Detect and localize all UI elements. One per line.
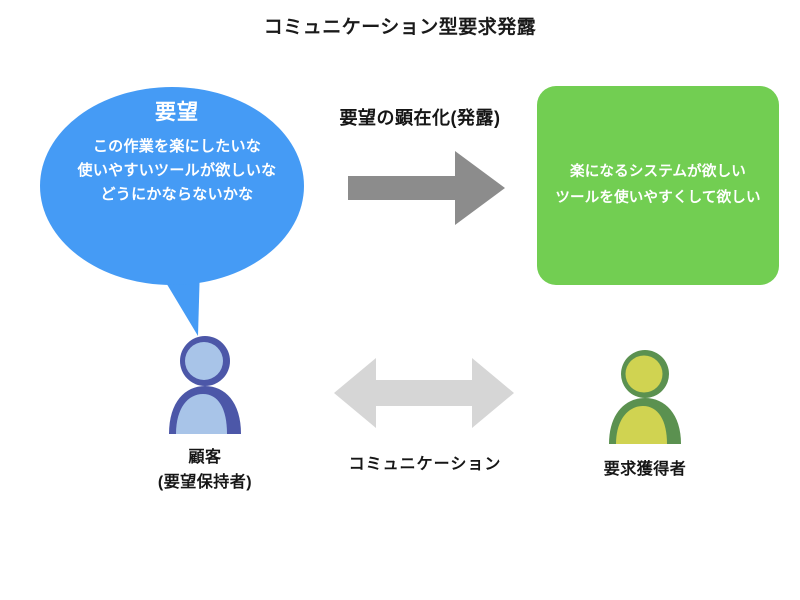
speech-bubble-line-2: 使いやすいツールが欲しいな [77,162,277,180]
speech-bubble-text: 要望 この作業を楽にしたいな 使いやすいツールが欲しいな どうにかならないかな [48,100,306,207]
person-icon [169,336,241,434]
speech-bubble-shape [40,87,304,336]
elicitation-label: 要望の顕在化(発露) [339,108,501,128]
speech-bubble-heading: 要望 [155,101,199,124]
page-title: コミュニケーション型要求発露 [263,17,537,38]
speech-bubble-line-3: どうにかならないかな [100,186,254,204]
requirement-line-1: 楽になるシステムが欲しい [570,164,746,181]
actor-engineer: 要求獲得者 [565,348,725,483]
speech-bubble: 要望 この作業を楽にしたいな 使いやすいツールが欲しいな どうにかならないかな [40,86,315,346]
actor-customer: 顧客 (要望保持者) [125,334,285,496]
customer-role: (要望保持者) [157,473,253,491]
right-arrow-icon [348,151,505,225]
person-icon [609,350,681,444]
double-headed-arrow-icon [334,358,514,428]
engineer-name: 要求獲得者 [603,461,687,478]
customer-label-block: 顧客 (要望保持者) [125,446,285,496]
speech-bubble-line-1: この作業を楽にしたいな [92,138,262,156]
requirement-box: 楽になるシステムが欲しい ツールを使いやすくして欲しい [537,86,779,285]
customer-name: 顧客 [188,449,222,466]
requirement-line-2: ツールを使いやすくして欲しい [555,189,761,206]
engineer-label-block: 要求獲得者 [565,458,725,483]
communication-label: コミュニケーション [348,456,502,473]
